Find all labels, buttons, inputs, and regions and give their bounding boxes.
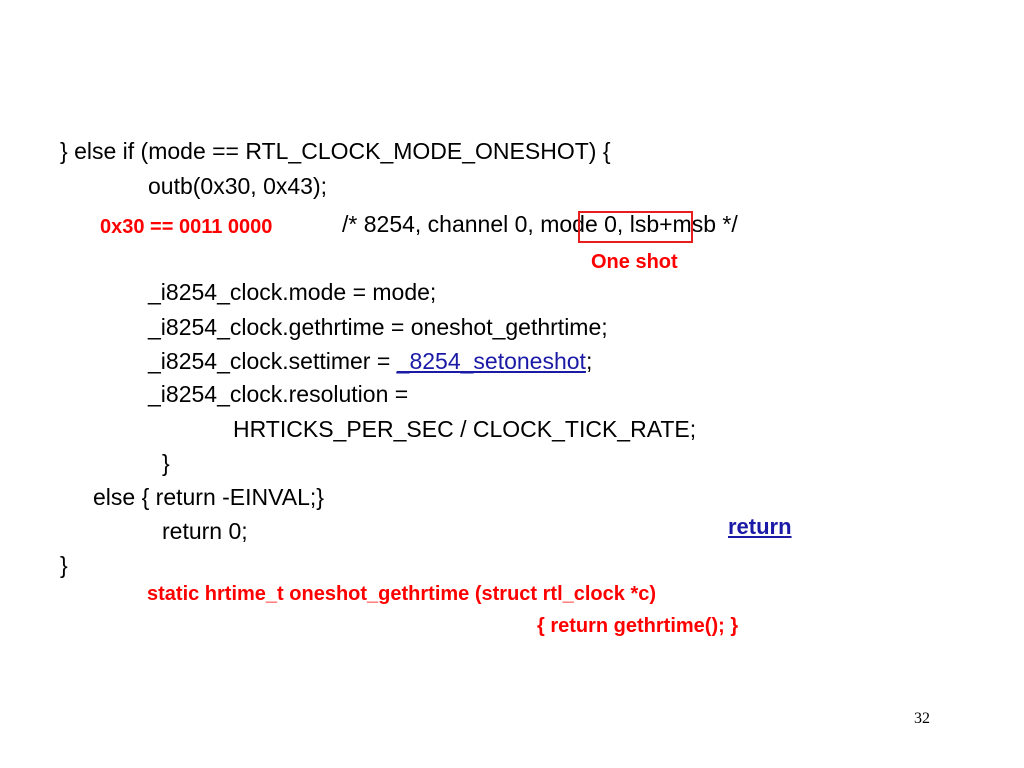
code-line-return: return 0; [162,518,248,544]
code-line-final-brace: } [60,552,68,578]
comment-part-1: /* 8254, channel 0, [342,211,534,237]
return-link[interactable]: return [728,514,792,539]
mode-highlight-box [578,211,693,243]
comment-part-3: lsb+msb */ [623,211,738,237]
page-number: 32 [914,710,930,727]
comment-mode-0: mode 0, [533,211,624,237]
code-line-gethrtime: _i8254_clock.gethrtime = oneshot_gethrti… [148,314,608,340]
code-line-else: else { return -EINVAL;} [93,484,324,510]
hex-note: 0x30 == 0011 0000 [100,216,273,238]
settimer-semicolon: ; [585,348,593,374]
code-line-resolution: _i8254_clock.resolution = [148,381,409,407]
code-line-comment: /* 8254, channel 0, mode 0, lsb+msb */ [342,211,738,237]
code-line-mode: _i8254_clock.mode = mode; [148,279,437,305]
one-shot-note: One shot [591,251,678,273]
code-line-else-if: } else if (mode == RTL_CLOCK_MODE_ONESHO… [60,138,611,164]
code-line-outb: outb(0x30, 0x43); [148,173,328,199]
settimer-prefix: _i8254_clock.settimer = [148,348,397,374]
static-gethrtime-note: static hrtime_t oneshot_gethrtime (struc… [147,583,657,605]
setoneshot-link[interactable]: _8254_setoneshot [396,348,586,374]
return-gethrtime-note: { return gethrtime(); } [537,615,739,637]
code-line-settimer: _i8254_clock.settimer = _8254_setoneshot… [148,348,592,374]
code-line-hrticks: HRTICKS_PER_SEC / CLOCK_TICK_RATE; [233,416,697,442]
code-line-close-brace: } [162,450,170,476]
